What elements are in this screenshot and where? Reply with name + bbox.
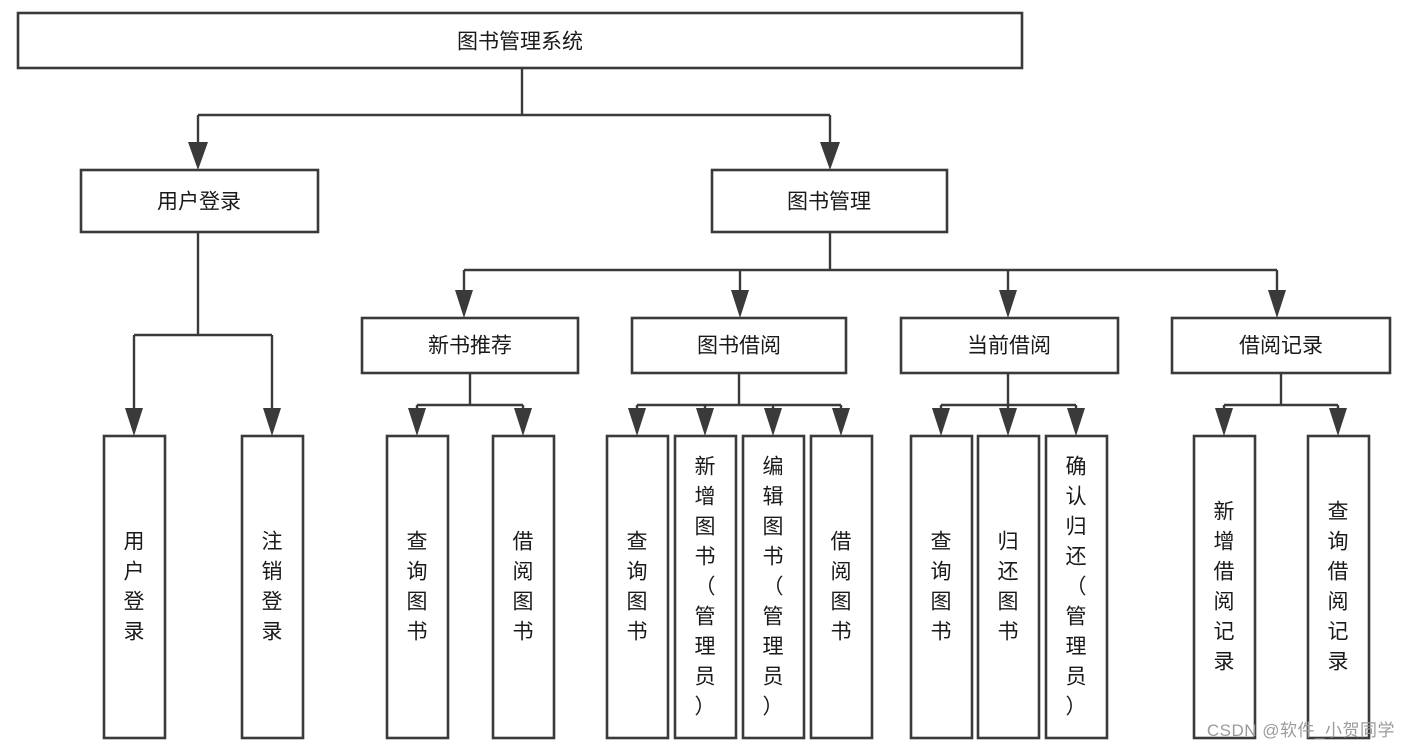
node-new-book-recommend-label: 新书推荐 [428, 335, 512, 358]
arrow-head-leaf-logout [263, 408, 281, 436]
arrow-head-leaf-query-record [1329, 408, 1347, 436]
arrow-head-user-login [188, 142, 208, 170]
arrow-head-leaf-borrow-book-1 [514, 408, 532, 436]
node-leaf-confirm-return[interactable]: 确认归还（管理员） [1044, 434, 1109, 740]
node-user-login-box[interactable] [79, 168, 320, 234]
arrow-head-leaf-query-book-2 [628, 408, 646, 436]
node-leaf-query-book-1-label: 查询图书 [407, 531, 428, 644]
node-new-book-recommend[interactable]: 新书推荐 [360, 316, 580, 375]
node-leaf-add-book-box[interactable] [673, 434, 738, 740]
arrow-head-leaf-return-book [999, 408, 1017, 436]
node-book-borrow[interactable]: 图书借阅 [630, 316, 848, 375]
arrow-head-leaf-edit-book [764, 408, 782, 436]
node-leaf-borrow-book-2-label: 借阅图书 [831, 531, 852, 644]
arrow-head-leaf-query-book-1 [408, 408, 426, 436]
node-leaf-query-book-2-label: 查询图书 [627, 531, 648, 644]
node-leaf-query-record-box[interactable] [1306, 434, 1371, 740]
arrow-head-leaf-add-record [1215, 408, 1233, 436]
node-leaf-borrow-book-2[interactable]: 借阅图书 [809, 434, 874, 740]
node-leaf-add-book-label: 新增图书（管理员） [695, 456, 716, 719]
node-leaf-add-record-label: 新增借阅记录 [1214, 501, 1235, 674]
arrow-head-current-borrow [999, 290, 1017, 318]
node-leaf-query-record[interactable]: 查询借阅记录 [1306, 434, 1371, 740]
node-leaf-borrow-book-1-box[interactable] [491, 434, 556, 740]
node-leaf-query-book-3[interactable]: 查询图书 [909, 434, 974, 740]
node-leaf-edit-book[interactable]: 编辑图书（管理员） [741, 434, 806, 740]
node-user-login-label: 用户登录 [157, 191, 241, 214]
connector-new-book-recommend-to-leaves [408, 373, 532, 436]
node-root[interactable]: 图书管理系统 [16, 11, 1024, 70]
node-leaf-borrow-book-1-label: 借阅图书 [513, 531, 534, 644]
node-leaf-edit-book-box[interactable] [741, 434, 806, 740]
node-leaf-confirm-return-box[interactable] [1044, 434, 1109, 740]
node-leaf-return-book-label: 归还图书 [998, 531, 1019, 644]
connector-root-to-level2 [188, 68, 840, 170]
node-book-borrow-box[interactable] [630, 316, 848, 375]
node-leaf-confirm-return-label: 确认归还（管理员） [1066, 456, 1087, 719]
node-leaf-query-book-3-box[interactable] [909, 434, 974, 740]
arrow-head-new-book-recommend [455, 290, 473, 318]
node-new-book-recommend-box[interactable] [360, 316, 580, 375]
node-borrow-record-box[interactable] [1170, 316, 1392, 375]
node-leaf-query-book-2-box[interactable] [605, 434, 670, 740]
node-leaf-query-book-3-label: 查询图书 [931, 531, 952, 644]
node-borrow-record-label: 借阅记录 [1239, 335, 1323, 358]
node-root-label: 图书管理系统 [457, 31, 583, 54]
node-leaf-borrow-book-1[interactable]: 借阅图书 [491, 434, 556, 740]
node-user-login[interactable]: 用户登录 [79, 168, 320, 234]
node-current-borrow[interactable]: 当前借阅 [899, 316, 1120, 375]
node-book-management-box[interactable] [710, 168, 949, 234]
connector-user-login-to-leaves [125, 232, 281, 436]
node-leaf-user-login-label: 用户登录 [124, 531, 145, 644]
node-leaf-query-record-label: 查询借阅记录 [1328, 501, 1349, 674]
node-leaf-logout[interactable]: 注销登录 [240, 434, 305, 740]
arrow-head-book-borrow [731, 290, 749, 318]
node-leaf-return-book-box[interactable] [976, 434, 1041, 740]
node-root-box[interactable] [16, 11, 1024, 70]
node-leaf-edit-book-label: 编辑图书（管理员） [763, 456, 784, 719]
node-leaf-query-book-1-box[interactable] [385, 434, 450, 740]
node-book-management[interactable]: 图书管理 [710, 168, 949, 234]
node-leaf-add-record-box[interactable] [1192, 434, 1257, 740]
node-leaf-query-book-1[interactable]: 查询图书 [385, 434, 450, 740]
arrow-head-book-management [820, 142, 840, 170]
node-leaf-return-book[interactable]: 归还图书 [976, 434, 1041, 740]
node-book-management-label: 图书管理 [787, 191, 871, 214]
csdn-watermark: CSDN @软件_小贺同学 [1206, 721, 1395, 740]
arrow-head-borrow-record [1268, 290, 1286, 318]
node-leaf-borrow-book-2-box[interactable] [809, 434, 874, 740]
connector-book-management-to-level3 [455, 232, 1286, 318]
connector-book-borrow-to-leaves [628, 373, 850, 436]
arrow-head-leaf-confirm-return [1067, 408, 1085, 436]
node-leaf-add-book[interactable]: 新增图书（管理员） [673, 434, 738, 740]
node-leaf-logout-label: 注销登录 [262, 531, 283, 644]
connector-current-borrow-to-leaves [932, 373, 1085, 436]
node-leaf-add-record[interactable]: 新增借阅记录 [1192, 434, 1257, 740]
node-leaf-logout-box[interactable] [240, 434, 305, 740]
node-leaf-user-login-box[interactable] [102, 434, 167, 740]
arrow-head-leaf-user-login [125, 408, 143, 436]
node-leaf-query-book-2[interactable]: 查询图书 [605, 434, 670, 740]
arrow-head-leaf-add-book [696, 408, 714, 436]
node-current-borrow-box[interactable] [899, 316, 1120, 375]
arrow-head-leaf-borrow-book-2 [832, 408, 850, 436]
node-current-borrow-label: 当前借阅 [967, 335, 1051, 358]
node-book-borrow-label: 图书借阅 [697, 335, 781, 358]
connector-borrow-record-to-leaves [1215, 373, 1347, 436]
arrow-head-leaf-query-book-3 [932, 408, 950, 436]
node-borrow-record[interactable]: 借阅记录 [1170, 316, 1392, 375]
node-leaf-user-login[interactable]: 用户登录 [102, 434, 167, 740]
